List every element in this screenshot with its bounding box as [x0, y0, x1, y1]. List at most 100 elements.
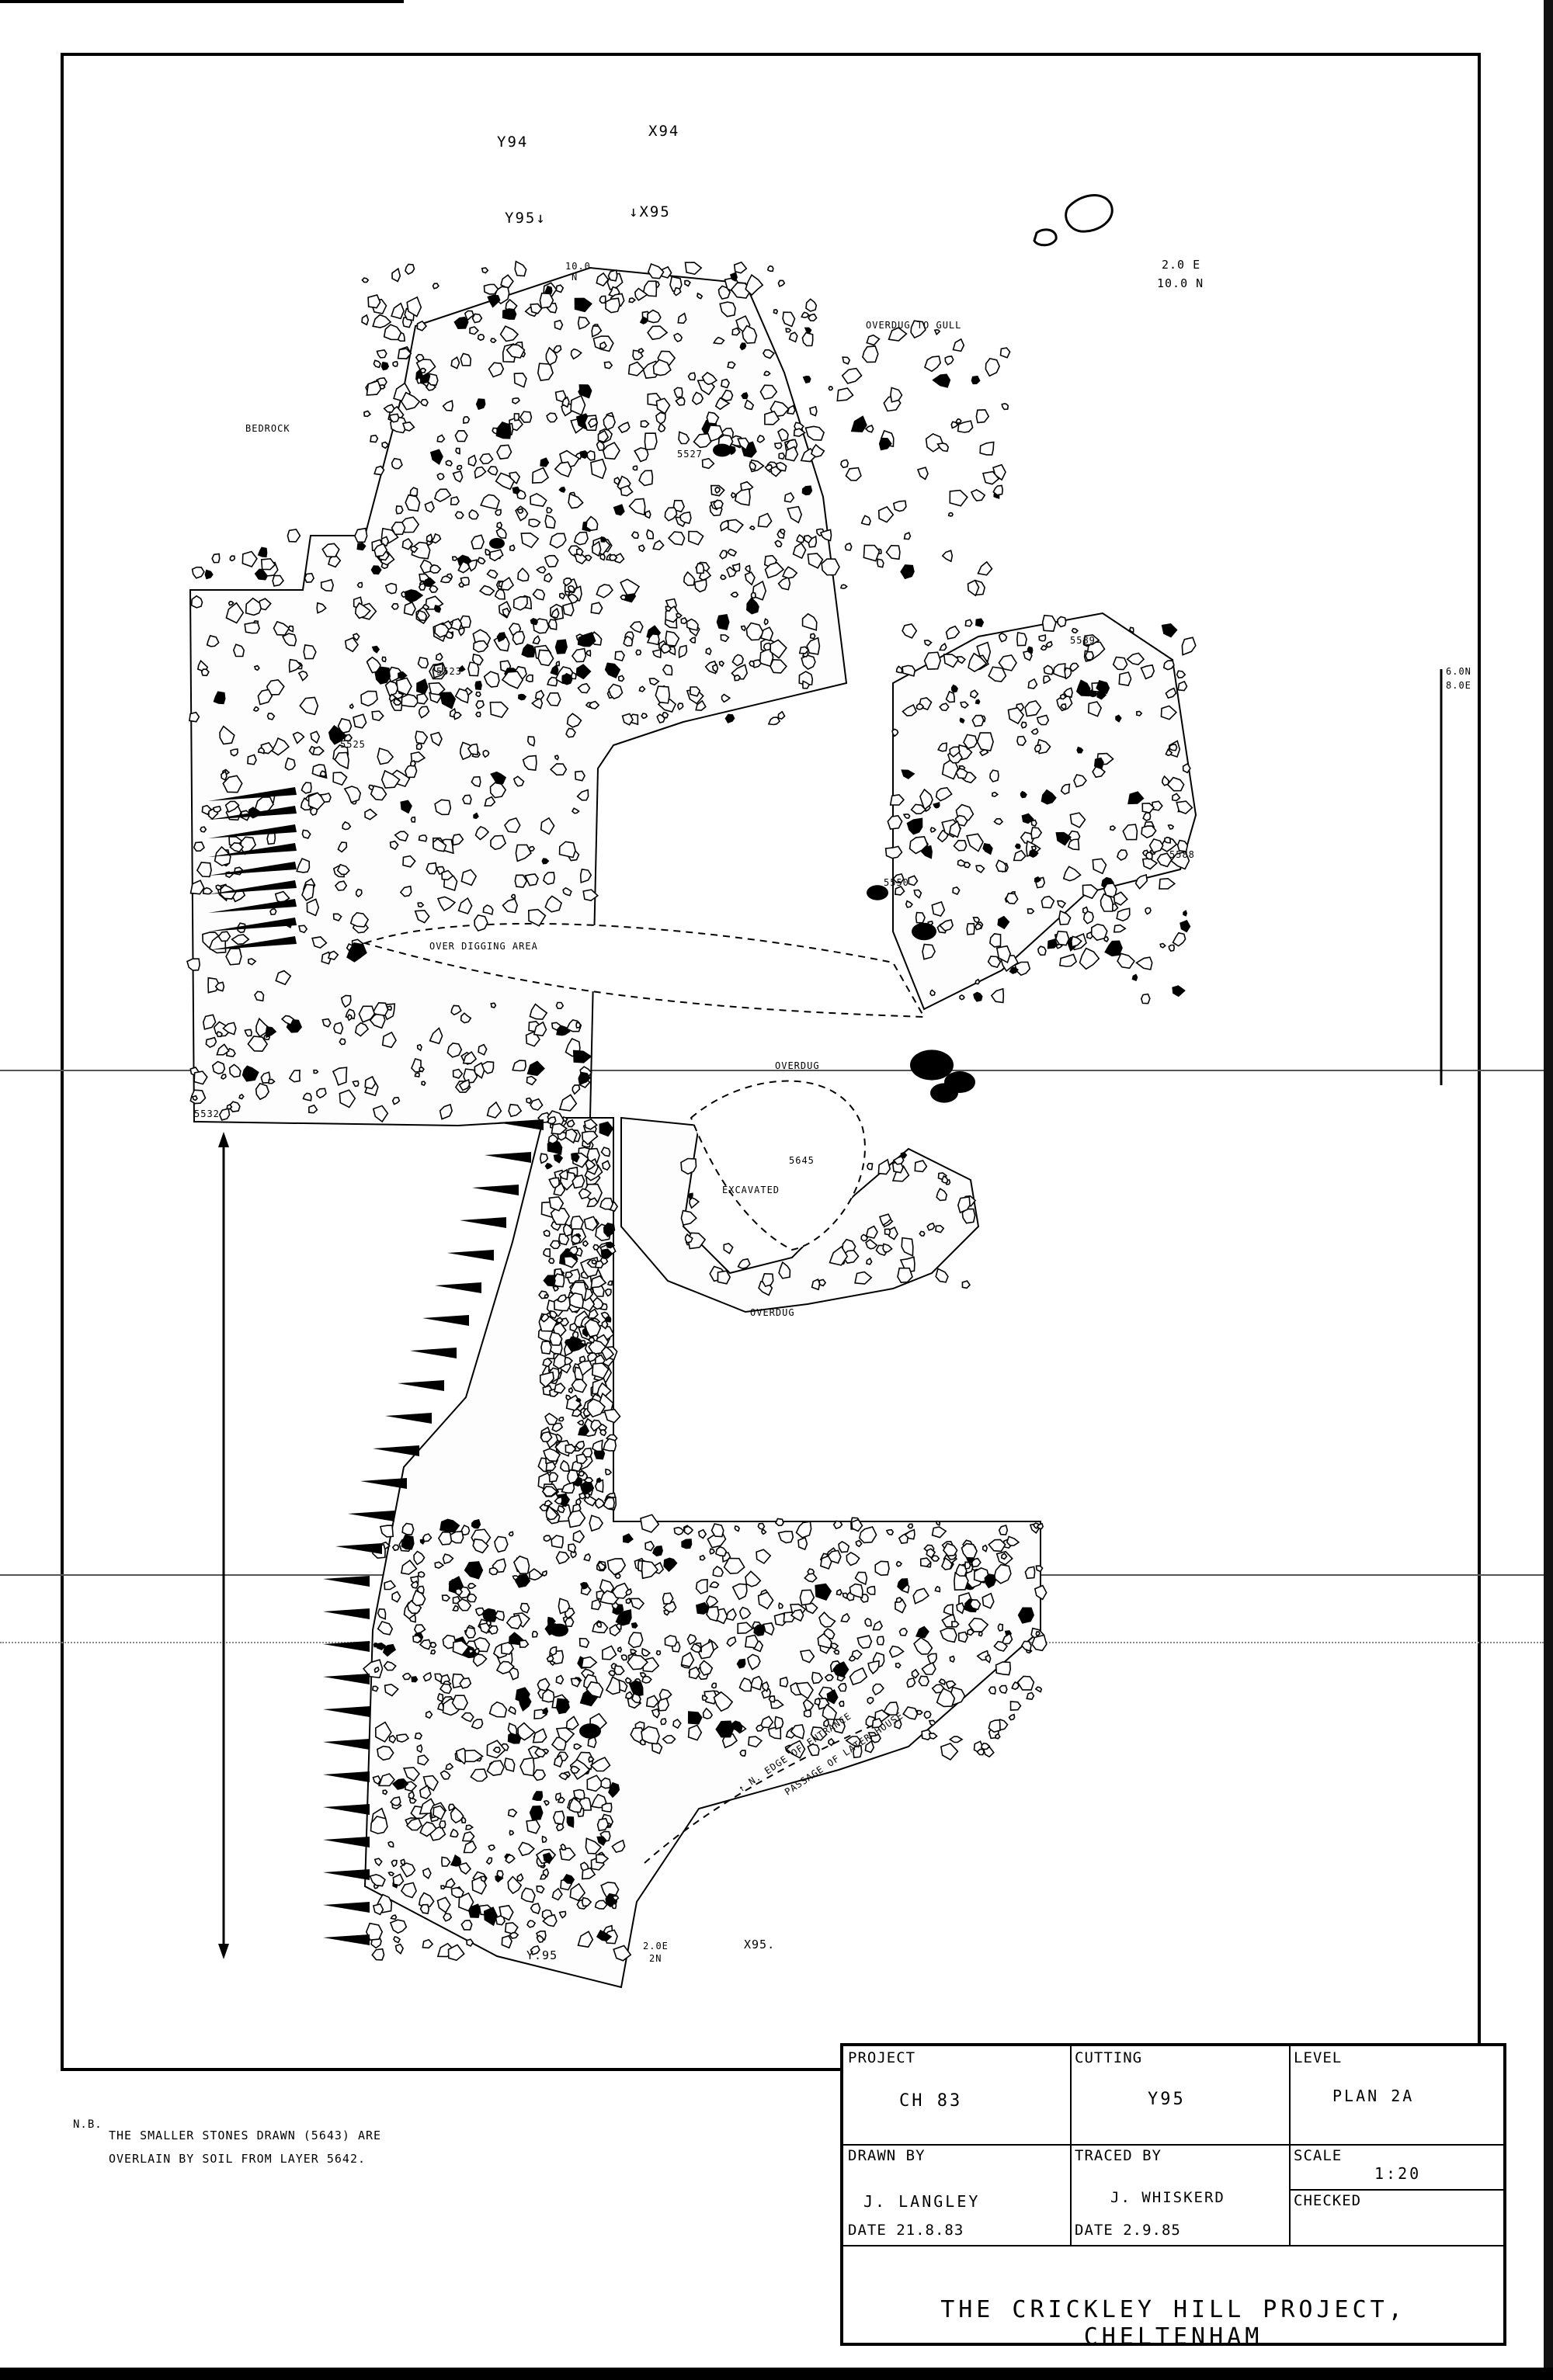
stone — [530, 493, 547, 507]
stone — [496, 1870, 504, 1879]
stone — [977, 560, 993, 576]
stone — [878, 437, 892, 451]
stone — [689, 637, 697, 644]
stone — [599, 1121, 614, 1137]
stone — [849, 1583, 863, 1599]
stone — [638, 470, 654, 487]
stone — [609, 1624, 621, 1637]
stone — [1168, 944, 1176, 952]
stone — [757, 1522, 766, 1531]
stone — [387, 1871, 395, 1876]
stone — [777, 1530, 794, 1544]
stone — [297, 670, 308, 682]
stone — [513, 372, 527, 388]
stone — [806, 637, 821, 655]
hachure — [208, 824, 297, 838]
stone — [230, 748, 239, 757]
stone — [970, 689, 979, 699]
stone — [495, 422, 512, 439]
grid-ref-6n: 6.0N — [1446, 666, 1471, 677]
stone — [304, 572, 315, 583]
stone — [819, 529, 832, 542]
stone — [395, 505, 404, 515]
stone — [620, 594, 627, 601]
stone — [416, 1743, 423, 1754]
level-cell: LEVEL PLAN 2A — [1289, 2046, 1503, 2144]
stone — [425, 1710, 433, 1719]
hachure — [323, 1739, 370, 1750]
stone — [829, 1245, 849, 1266]
hachure — [348, 1511, 394, 1521]
stone — [564, 1356, 574, 1366]
stone — [461, 794, 472, 805]
stone — [245, 597, 262, 616]
stone — [418, 582, 426, 591]
stone — [737, 1622, 754, 1635]
stone — [1024, 699, 1042, 717]
stone — [467, 743, 479, 756]
stone — [634, 287, 649, 301]
note-nb: N.B. — [73, 2118, 102, 2131]
grid-label-y95-bottom: Y.95 — [526, 1948, 558, 1962]
stone — [527, 908, 547, 927]
stone — [562, 602, 575, 617]
stone — [490, 771, 507, 785]
stone — [454, 429, 468, 442]
stone — [361, 277, 370, 283]
stone — [266, 678, 285, 696]
stone — [864, 1740, 875, 1754]
stone — [228, 600, 235, 606]
stone — [288, 658, 302, 673]
stone — [885, 1528, 895, 1535]
upright-stone — [713, 443, 731, 457]
stone — [467, 559, 478, 572]
stone — [966, 922, 975, 935]
hachure — [435, 1282, 481, 1293]
stone — [1028, 848, 1039, 858]
stone — [740, 625, 746, 632]
stone — [611, 1903, 617, 1910]
stone — [975, 865, 985, 874]
stone — [589, 1514, 604, 1532]
stone — [229, 555, 236, 562]
stone — [995, 859, 1007, 873]
stone — [440, 1885, 446, 1890]
stone — [955, 418, 962, 424]
stone — [596, 1382, 612, 1401]
stone — [451, 1695, 468, 1711]
stone — [553, 1754, 564, 1768]
stone — [1092, 765, 1107, 779]
stone — [891, 1164, 910, 1182]
stone — [734, 1525, 741, 1532]
stone — [577, 632, 596, 647]
stone — [585, 1837, 603, 1854]
stone — [450, 496, 460, 505]
stone — [1171, 793, 1181, 802]
stone — [439, 1103, 453, 1120]
stone — [383, 404, 395, 413]
stone — [804, 1573, 818, 1583]
stone — [931, 1526, 947, 1539]
stone — [404, 589, 424, 603]
stone — [563, 577, 572, 587]
stone — [1110, 825, 1117, 831]
stone — [985, 1653, 992, 1664]
stone — [228, 1063, 241, 1078]
stone — [316, 1088, 327, 1099]
stone — [1052, 663, 1067, 679]
stone — [509, 471, 521, 484]
stone — [981, 1544, 988, 1553]
stone — [387, 1841, 394, 1848]
stone — [369, 1873, 386, 1887]
stone — [902, 664, 916, 677]
stone — [726, 548, 738, 557]
entrance-edge-line — [644, 1723, 878, 1864]
stone — [712, 336, 725, 345]
scale-cell: SCALE 1:20 — [1289, 2144, 1503, 2189]
traced-label: TRACED BY — [1075, 2147, 1162, 2164]
stone — [603, 1223, 616, 1237]
stone — [200, 668, 210, 677]
stone — [379, 383, 386, 390]
stone — [457, 1598, 472, 1612]
stone — [602, 1645, 617, 1660]
